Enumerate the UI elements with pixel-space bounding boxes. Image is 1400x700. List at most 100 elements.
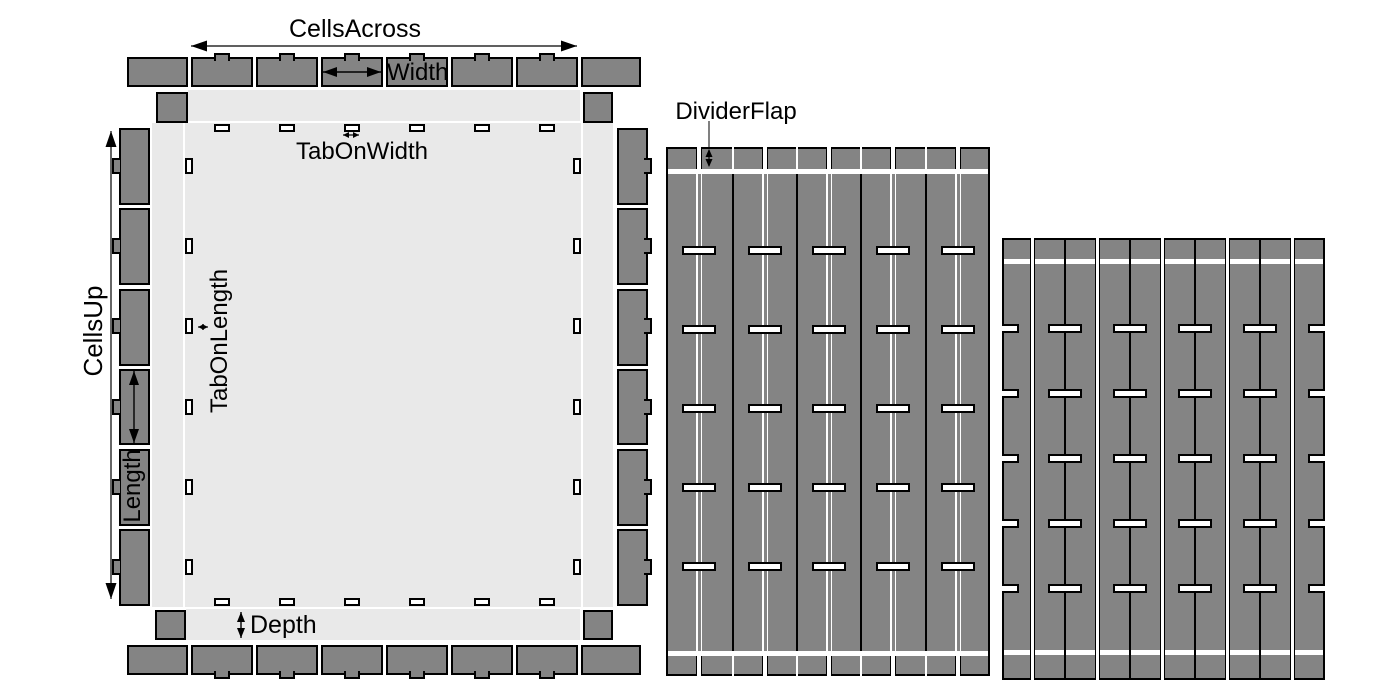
panel-b-edge-slot xyxy=(1308,454,1325,463)
panel-a-flap-gap xyxy=(826,147,832,169)
panel-a-flap-slit xyxy=(860,147,862,169)
tray-left-flap-tab xyxy=(112,318,120,334)
panel-a-slot xyxy=(812,562,846,571)
panel-a-flap-slit xyxy=(925,147,927,169)
cells-up-label: CellsUp xyxy=(77,285,108,377)
tray-bottom-flap-tab xyxy=(344,671,360,679)
panel-a-slot xyxy=(748,562,782,571)
tray-top-flap xyxy=(127,57,188,87)
tray-corner-tab xyxy=(156,92,188,123)
tray-slot-right xyxy=(573,238,581,254)
panel-b-strip-gap xyxy=(1095,238,1100,680)
panel-b-slot xyxy=(1113,519,1147,528)
panel-b-slot xyxy=(1243,389,1277,398)
tray-bottom-flap-tab xyxy=(539,671,555,679)
panel-b-slot xyxy=(1243,324,1277,333)
tray-bottom-flap-tab xyxy=(409,671,425,679)
tray-bottom-flap-tab xyxy=(474,671,490,679)
panel-a-slot xyxy=(748,246,782,255)
panel-a-strip-cut xyxy=(925,174,927,651)
panel-a-slot xyxy=(682,483,716,492)
panel-b-slot xyxy=(1178,389,1212,398)
tray-bottom-flap-tab xyxy=(214,671,230,679)
panel-a-slot xyxy=(682,562,716,571)
panel-b-slot xyxy=(1178,584,1212,593)
panel-a-slot xyxy=(941,246,975,255)
panel-a-slot xyxy=(876,404,910,413)
panel-a-slot xyxy=(748,404,782,413)
tray-slot-left xyxy=(185,559,193,575)
panel-a-slot xyxy=(941,404,975,413)
tray-left-flap-tab xyxy=(112,158,120,174)
panel-b-strip-gap xyxy=(1290,238,1295,680)
tray-bottom-face xyxy=(185,123,581,607)
tray-left-wall xyxy=(152,123,183,607)
panel-a-flap-gap xyxy=(762,147,768,169)
tray-slot-top xyxy=(279,124,295,132)
panel-b-edge-slot xyxy=(1002,389,1019,398)
panel-b-slot xyxy=(1178,454,1212,463)
tray-top-flap xyxy=(451,57,513,87)
tray-left-flap xyxy=(119,128,150,205)
panel-a-flap-gap xyxy=(826,656,832,676)
tray-right-flap-tab xyxy=(644,399,652,415)
length-label: Length xyxy=(119,449,147,523)
tray-slot-right xyxy=(573,399,581,415)
tray-slot-bottom xyxy=(279,598,295,606)
panel-b-strip-gap xyxy=(1160,238,1165,680)
panel-b-slot xyxy=(1243,584,1277,593)
panel-b-strip-gap xyxy=(1030,238,1035,680)
panel-b-slot xyxy=(1048,454,1082,463)
tray-slot-top xyxy=(409,124,425,132)
tray-corner-tab xyxy=(583,610,613,640)
panel-a-slot xyxy=(812,325,846,334)
tray-left-flap-tab xyxy=(112,399,120,415)
tray-bottom-flap xyxy=(256,645,318,675)
panel-a-slot xyxy=(682,404,716,413)
tray-right-flap-tab xyxy=(644,158,652,174)
tray-right-flap xyxy=(617,128,648,205)
panel-a-slot xyxy=(812,246,846,255)
panel-b-edge-slot xyxy=(1002,324,1019,333)
cells-across-label: CellsAcross xyxy=(289,15,421,43)
tray-bottom-flap xyxy=(516,645,578,675)
tray-bottom-flap-tab xyxy=(279,671,295,679)
panel-b-slot xyxy=(1113,324,1147,333)
panel-b-slot xyxy=(1048,324,1082,333)
panel-b-edge-slot xyxy=(1002,584,1019,593)
panel-a-slot xyxy=(876,246,910,255)
tray-slot-left xyxy=(185,399,193,415)
panel-a-flap-gap xyxy=(890,656,896,676)
tray-left-flap-tab xyxy=(112,479,120,495)
panel-a-slot xyxy=(812,483,846,492)
tray-top-flap xyxy=(581,57,641,87)
panel-b-slot xyxy=(1113,584,1147,593)
panel-a-slot xyxy=(748,325,782,334)
divider-flap-label: DividerFlap xyxy=(675,98,797,125)
tray-slot-right xyxy=(573,318,581,334)
tray-top-flap-tab xyxy=(539,53,555,61)
tray-slot-right xyxy=(573,158,581,174)
panel-a-slot xyxy=(876,325,910,334)
panel-b-edge-slot xyxy=(1308,324,1325,333)
panel-b-slot xyxy=(1113,454,1147,463)
panel-a-flap-gap xyxy=(890,147,896,169)
panel-a-slot xyxy=(876,562,910,571)
panel-b-edge-slot xyxy=(1002,454,1019,463)
panel-a-strip-cut xyxy=(860,174,862,651)
panel-b-edge-slot xyxy=(1308,584,1325,593)
panel-a-slot xyxy=(876,483,910,492)
panel-a-flap-gap xyxy=(955,147,961,169)
tray-left-flap xyxy=(119,289,150,366)
tray-top-flap-tab xyxy=(214,53,230,61)
depth-label: Depth xyxy=(250,611,317,639)
tray-top-flap-tab xyxy=(474,53,490,61)
tab-on-length-label: TabOnLength xyxy=(206,268,234,414)
tray-corner-tab xyxy=(155,610,186,640)
panel-a-slot xyxy=(682,246,716,255)
tray-slot-right xyxy=(573,479,581,495)
tray-slot-left xyxy=(185,158,193,174)
tray-right-flap-tab xyxy=(644,318,652,334)
tray-top-flap xyxy=(256,57,318,87)
tray-top-wall xyxy=(188,90,580,121)
